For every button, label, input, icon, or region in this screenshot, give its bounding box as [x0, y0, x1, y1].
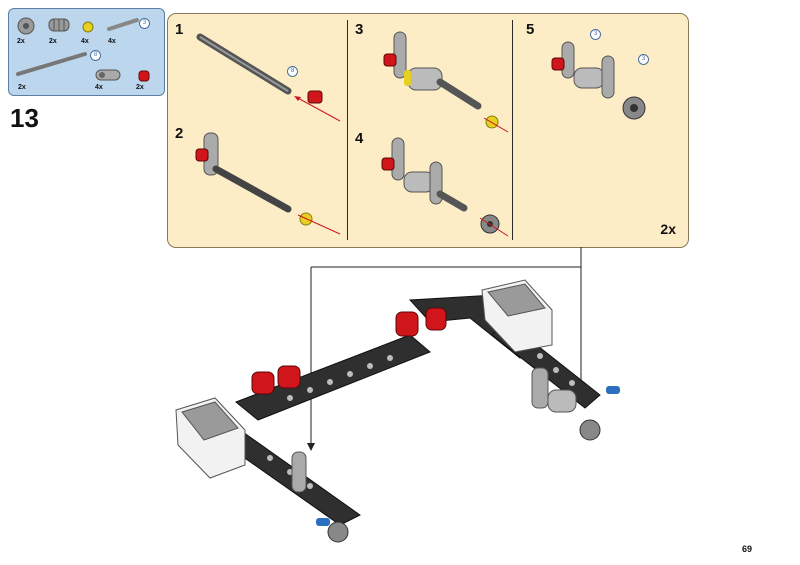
page-number: 69	[742, 544, 753, 554]
sub-step-4-number: 4	[355, 130, 364, 147]
axle-length-badge: 3	[139, 18, 150, 29]
panel-divider	[347, 20, 348, 240]
sub-step-3-number: 3	[355, 21, 364, 38]
axle-3-icon	[107, 18, 139, 31]
part-qty: 2x	[49, 38, 57, 45]
worm-gear-icon	[48, 18, 70, 32]
axle-length-callout: 3	[638, 54, 649, 65]
step-number: 13	[10, 103, 39, 133]
step-5-illustration	[551, 41, 646, 120]
axle-8-icon	[16, 52, 87, 76]
part-qty: 4x	[95, 84, 103, 91]
sub-assembly-panel: 1 2 3 4 5 8	[167, 13, 689, 248]
part-qty: 4x	[108, 38, 116, 45]
parts-list: 2x 2x 4x 3 4x 8 2x 4x 2x	[8, 8, 165, 96]
step-2-illustration	[195, 132, 341, 235]
axle-length-callout: 3	[590, 29, 601, 40]
sub-assembly-multiplier: 2x	[660, 221, 676, 237]
step-4-illustration	[381, 137, 509, 237]
part-qty: 4x	[81, 38, 89, 45]
axle-length-badge: 8	[90, 50, 101, 61]
sub-step-1-number: 1	[175, 21, 184, 38]
part-qty: 2x	[136, 84, 144, 91]
bush-red-icon	[138, 70, 150, 82]
angle-connector-icon	[95, 69, 121, 81]
part-qty: 2x	[17, 38, 25, 45]
bush-yellow-icon	[82, 21, 94, 33]
gear-part-icon	[17, 17, 35, 35]
panel-divider	[512, 20, 513, 240]
axle-length-callout: 8	[287, 66, 298, 77]
sub-step-5-number: 5	[526, 21, 535, 38]
sub-step-2-number: 2	[175, 125, 184, 142]
step-1-illustration	[196, 33, 341, 122]
part-qty: 2x	[18, 84, 26, 91]
step-3-illustration	[383, 31, 509, 133]
